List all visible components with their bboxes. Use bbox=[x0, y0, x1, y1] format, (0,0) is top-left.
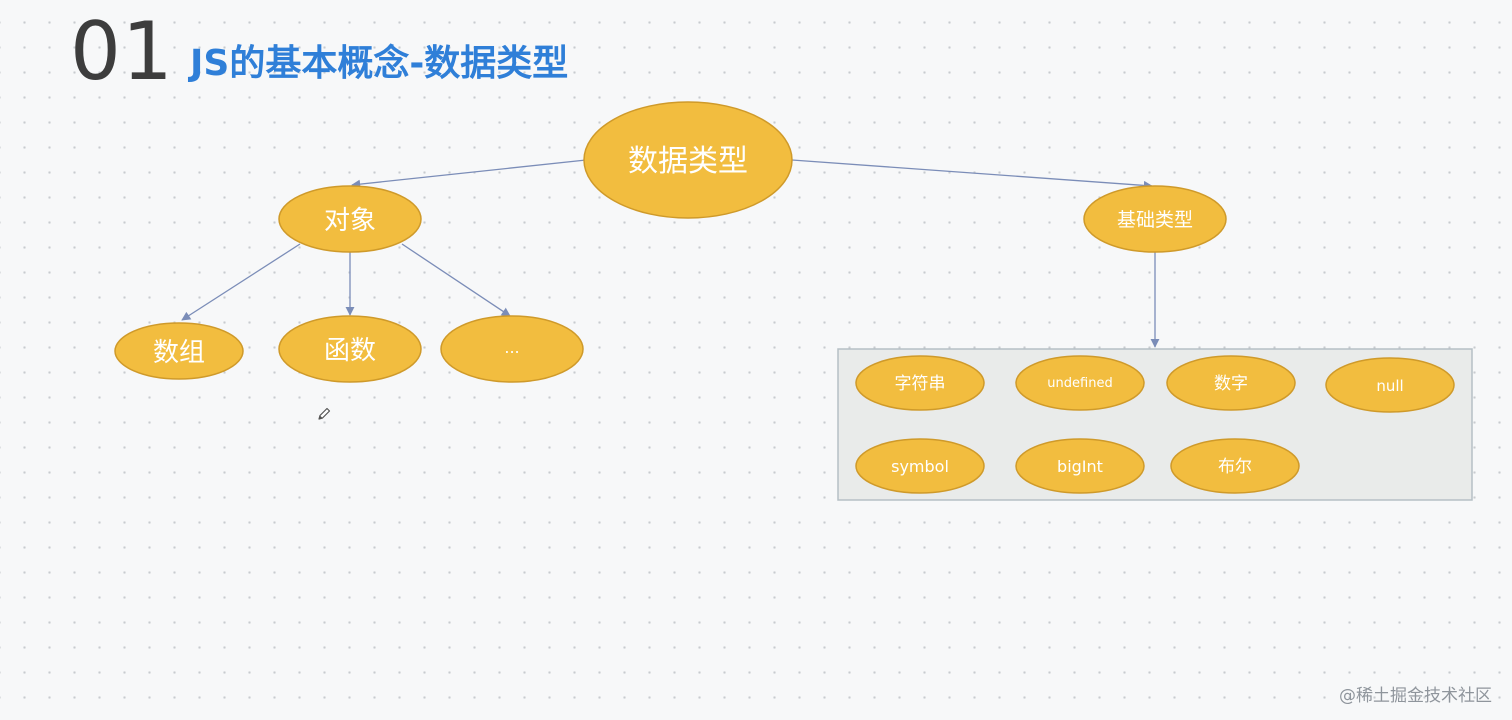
node-null-label: null bbox=[1376, 377, 1403, 395]
edge-root-primitive bbox=[791, 159, 1153, 190]
node-more: ... bbox=[440, 315, 584, 383]
node-more-label: ... bbox=[504, 338, 519, 357]
node-array: 数组 bbox=[114, 322, 244, 380]
node-primitive: 基础类型 bbox=[1083, 185, 1227, 253]
node-string-label: 字符串 bbox=[895, 374, 946, 394]
node-string: 字符串 bbox=[855, 355, 985, 411]
edge-root-object bbox=[351, 159, 587, 189]
node-function: 函数 bbox=[278, 315, 422, 383]
node-boolean: 布尔 bbox=[1170, 438, 1300, 494]
edge-object-array bbox=[181, 243, 301, 321]
node-number-label: 数字 bbox=[1214, 374, 1248, 394]
node-null: null bbox=[1325, 357, 1455, 413]
node-array-label: 数组 bbox=[153, 338, 205, 368]
node-primitive-label: 基础类型 bbox=[1117, 209, 1193, 231]
slide-title: JS的基本概念-数据类型 bbox=[190, 43, 569, 84]
node-object: 对象 bbox=[278, 185, 422, 253]
slide-number: 01 bbox=[70, 5, 174, 98]
node-boolean-label: 布尔 bbox=[1218, 457, 1252, 477]
node-undefined: undefined bbox=[1015, 355, 1145, 411]
node-root: 数据类型 bbox=[583, 101, 793, 219]
node-undefined-label: undefined bbox=[1047, 376, 1112, 391]
edge-object-more bbox=[401, 243, 511, 317]
node-bigint-label: bigInt bbox=[1057, 457, 1103, 476]
node-object-label: 对象 bbox=[324, 206, 376, 236]
node-number: 数字 bbox=[1166, 355, 1296, 411]
node-bigint: bigInt bbox=[1015, 438, 1145, 494]
node-symbol: symbol bbox=[855, 438, 985, 494]
node-root-label: 数据类型 bbox=[628, 144, 748, 179]
node-function-label: 函数 bbox=[324, 336, 376, 366]
edges bbox=[181, 159, 1160, 348]
node-symbol-label: symbol bbox=[891, 457, 949, 476]
watermark: @稀土掘金技术社区 bbox=[1339, 686, 1492, 706]
pencil-icon bbox=[318, 407, 331, 420]
